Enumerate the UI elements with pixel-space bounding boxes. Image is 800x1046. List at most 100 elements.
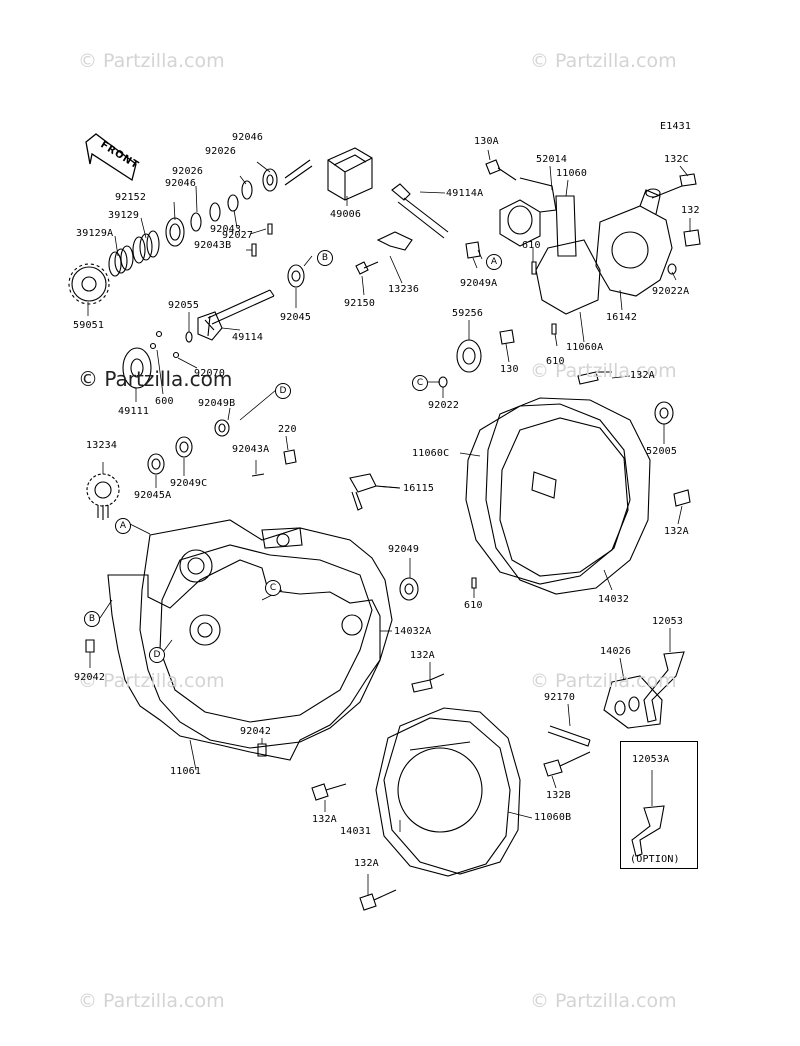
bracket-14026 <box>603 675 663 729</box>
diagram-code: E1431 <box>660 121 692 132</box>
pin-92043b <box>251 243 257 257</box>
dowel-610-mid <box>551 323 557 335</box>
bolt-92150 <box>355 261 379 275</box>
part-label: 92049B <box>198 398 236 409</box>
bolt-132a-mid <box>411 673 445 693</box>
dot-c <box>172 351 180 359</box>
bearing-92045a <box>147 453 165 475</box>
part-label: 49111 <box>118 406 150 417</box>
part-label: 92070 <box>194 368 226 379</box>
magneto-cover-14031 <box>375 717 511 877</box>
watermark-br: © Partzilla.com <box>530 990 677 1012</box>
bolt-132a-right <box>673 489 691 507</box>
washer-92026 <box>209 202 221 222</box>
pipe-52014 <box>499 177 557 247</box>
washer-92027 <box>227 194 239 212</box>
part-label: 11060B <box>534 812 572 823</box>
part-label: 92045 <box>280 312 312 323</box>
gasket-11060c <box>465 403 631 585</box>
part-label: 610 <box>546 356 565 367</box>
impeller-59256 <box>456 339 482 373</box>
part-label: 16142 <box>606 312 638 323</box>
dot-a <box>155 330 163 338</box>
part-label: 92022A <box>652 286 690 297</box>
impeller-blades <box>197 311 223 341</box>
part-label: 13234 <box>86 440 118 451</box>
seal-92022a <box>667 263 677 275</box>
part-label: 132A <box>354 858 379 869</box>
bolt-132a-low <box>311 783 347 801</box>
bearing-92152 <box>165 217 185 247</box>
part-label: 49114A <box>446 188 484 199</box>
callout-b: B <box>317 250 333 266</box>
spring-39129 <box>132 230 160 264</box>
dowel-92042-left <box>85 639 95 653</box>
pin-92043 <box>267 223 273 235</box>
bolt-132c <box>651 173 697 199</box>
part-label: 92049 <box>388 544 420 555</box>
bolt-132b <box>543 751 591 777</box>
callout-c: C <box>412 375 428 391</box>
part-label: 14026 <box>600 646 632 657</box>
bolt-132 <box>683 229 701 247</box>
washer-92026-top <box>241 180 253 200</box>
part-label: 132A <box>664 526 689 537</box>
oring-92055 <box>185 331 193 343</box>
cap-92049a <box>465 241 481 259</box>
part-label: 49114 <box>232 332 264 343</box>
part-label: 92152 <box>115 192 147 203</box>
gear-49111 <box>122 347 152 389</box>
part-label: 92046 <box>165 178 197 189</box>
part-label: 92027 <box>222 230 254 241</box>
bracket-12053a <box>631 805 665 857</box>
part-label: 11061 <box>170 766 202 777</box>
front-arrow <box>85 133 137 182</box>
clutch-cover-14032 <box>485 397 651 595</box>
impeller-49006 <box>327 147 373 201</box>
part-label: 92043 <box>210 224 242 235</box>
part-label: 92026 <box>205 146 237 157</box>
part-label: 14032A <box>394 626 432 637</box>
bracket-12053 <box>643 651 685 723</box>
part-label: 92026 <box>172 166 204 177</box>
shaft-49114a <box>391 183 449 239</box>
gasket-11060b <box>383 707 521 875</box>
part-label: 92042 <box>74 672 106 683</box>
watermark-mid-right: © Partzilla.com <box>530 360 677 382</box>
part-label: 52014 <box>536 154 568 165</box>
seal-92049 <box>399 577 419 601</box>
bearing-92045 <box>287 264 305 288</box>
pin-92043a <box>251 473 265 477</box>
option-box <box>620 741 698 869</box>
pump-cover-16142 <box>595 188 673 297</box>
spring-39129a <box>108 245 134 277</box>
plug-16115 <box>349 473 401 511</box>
part-label: 59256 <box>452 308 484 319</box>
sprocket-59051 <box>68 263 110 305</box>
part-label: 132A <box>312 814 337 825</box>
callout-d: D <box>149 647 165 663</box>
seal-92049b <box>214 419 230 437</box>
part-label: 11060 <box>556 168 588 179</box>
part-label: 14031 <box>340 826 372 837</box>
part-label: 610 <box>522 240 541 251</box>
washer-92022 <box>438 376 448 388</box>
bolt-132a-top <box>577 371 612 385</box>
part-label: 39129A <box>76 228 114 239</box>
part-label: 132C <box>664 154 689 165</box>
part-label: 59051 <box>73 320 105 331</box>
part-label: 11060C <box>412 448 450 459</box>
watermark-tr: © Partzilla.com <box>530 50 677 72</box>
watermark-bl: © Partzilla.com <box>78 990 225 1012</box>
part-label: 92046 <box>232 132 264 143</box>
part-label: 49006 <box>330 209 362 220</box>
watermark-mid-left: © Partzilla.com <box>78 367 233 391</box>
part-label: 39129 <box>108 210 140 221</box>
part-label: 92043B <box>194 240 232 251</box>
bolt-220 <box>283 449 297 465</box>
part-label: 13236 <box>388 284 420 295</box>
part-label: 92049C <box>170 478 208 489</box>
cover-14032a <box>139 519 393 749</box>
part-label: 11060A <box>566 342 604 353</box>
shaft-49114 <box>207 289 275 325</box>
